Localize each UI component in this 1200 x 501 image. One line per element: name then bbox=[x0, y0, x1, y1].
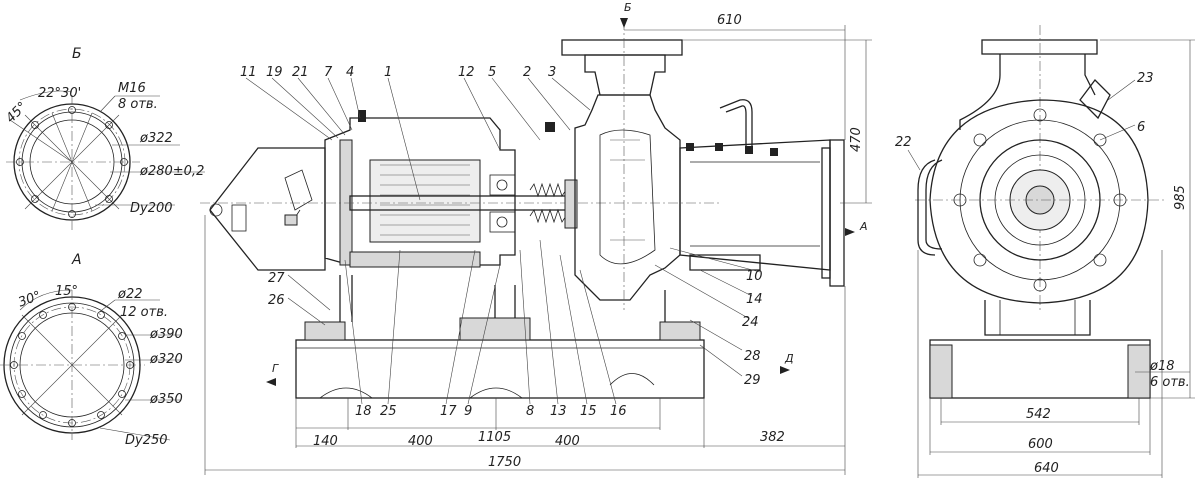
dim-1750: 1750 bbox=[488, 455, 521, 470]
suction-pipe bbox=[679, 139, 831, 271]
callout-17: 17 bbox=[440, 404, 457, 419]
flange-a-hole-count: 12 отв. bbox=[120, 305, 168, 320]
section-a-mark: А bbox=[859, 220, 868, 233]
flange-a-hole-diameter: ø22 bbox=[117, 287, 143, 302]
flange-view-a: А 30° 15° ø22 12 отв. ø390 ø320 ø350 Dy2… bbox=[0, 252, 183, 448]
flange-a-diameter-320: ø320 bbox=[149, 352, 183, 367]
side-view: 23 6 22 985 ø18 6 отв. 542 600 640 bbox=[895, 25, 1195, 478]
callout-3: 3 bbox=[548, 65, 556, 80]
callout-23: 23 bbox=[1137, 71, 1154, 86]
callout-24: 24 bbox=[742, 315, 759, 330]
casing-outline bbox=[929, 99, 1149, 304]
dim-600: 600 bbox=[1028, 437, 1053, 452]
flange-a-diameter-350: ø350 bbox=[149, 392, 183, 407]
flange-a-angle-30: 30° bbox=[16, 289, 43, 311]
callout-16: 16 bbox=[610, 404, 627, 419]
callout-22: 22 bbox=[895, 135, 912, 150]
callout-2: 2 bbox=[523, 65, 531, 80]
flange-a-angle-15: 15° bbox=[55, 284, 78, 299]
callout-25: 25 bbox=[380, 404, 397, 419]
volute-casing bbox=[574, 94, 681, 301]
flange-a-nominal: Dy250 bbox=[125, 433, 168, 448]
callout-11: 11 bbox=[240, 65, 257, 80]
callout-29: 29 bbox=[744, 373, 761, 388]
callout-21: 21 bbox=[292, 65, 309, 80]
base-frame bbox=[295, 339, 705, 399]
view-a-label: А bbox=[71, 252, 82, 268]
flange-b-diameter-322: ø322 bbox=[139, 131, 173, 146]
flange-b-hole-count: 8 отв. bbox=[118, 97, 158, 112]
flange-a-diameter-390: ø390 bbox=[149, 327, 183, 342]
dim-140: 140 bbox=[313, 434, 338, 449]
callout-13: 13 bbox=[550, 404, 567, 419]
callout-27: 27 bbox=[268, 271, 285, 286]
flange-b-angle-22: 22°30' bbox=[38, 86, 81, 101]
section-b-mark: Б bbox=[624, 1, 632, 14]
dim-400-left: 400 bbox=[408, 434, 433, 449]
section-d-mark: Д bbox=[784, 352, 794, 365]
callout-28: 28 bbox=[744, 349, 761, 364]
callout-18: 18 bbox=[355, 404, 372, 419]
flange-view-b: Б 45° 22°30' M16 8 отв. ø322 ø280±0,2 D bbox=[3, 46, 205, 230]
rotor bbox=[369, 159, 481, 243]
callout-15: 15 bbox=[580, 404, 597, 419]
part-callouts-left: 27 26 bbox=[268, 271, 285, 308]
part-callouts-right: 10 14 24 28 29 bbox=[742, 269, 763, 388]
part-callouts-top: 11 19 21 7 4 1 12 5 2 3 bbox=[240, 65, 556, 80]
flange-b-angle-45: 45° bbox=[3, 99, 30, 126]
flange-b-bolt-thread: M16 bbox=[118, 81, 146, 96]
callout-5: 5 bbox=[488, 65, 496, 80]
view-b-label: Б bbox=[72, 46, 82, 62]
callout-26: 26 bbox=[268, 293, 285, 308]
callout-10: 10 bbox=[746, 269, 763, 284]
callout-4: 4 bbox=[346, 65, 354, 80]
side-hole-count: 6 отв. bbox=[1150, 375, 1190, 390]
callout-19: 19 bbox=[266, 65, 283, 80]
flange-b-diameter-280: ø280±0,2 bbox=[139, 164, 204, 179]
section-g-mark: Г bbox=[272, 362, 279, 375]
callout-9: 9 bbox=[464, 404, 472, 419]
side-base bbox=[929, 339, 1151, 399]
callout-12: 12 bbox=[458, 65, 475, 80]
dim-400-right: 400 bbox=[555, 434, 580, 449]
dim-382: 382 bbox=[760, 430, 785, 445]
flange-b-nominal: Dy200 bbox=[130, 201, 173, 216]
dim-542: 542 bbox=[1026, 407, 1051, 422]
dim-640: 640 bbox=[1034, 461, 1059, 476]
main-section-view: Б А Г Д bbox=[200, 1, 872, 475]
part-callouts-bottom: 18 25 17 9 8 13 15 16 bbox=[355, 404, 627, 419]
dim-470: 470 bbox=[849, 127, 864, 152]
dim-985: 985 bbox=[1173, 185, 1188, 210]
callout-8: 8 bbox=[526, 404, 534, 419]
dim-610: 610 bbox=[717, 13, 742, 28]
main-dimensions: 610 470 140 400 400 1105 382 175 bbox=[204, 13, 872, 475]
callout-1: 1 bbox=[384, 65, 392, 80]
callout-6: 6 bbox=[1137, 120, 1145, 135]
callout-14: 14 bbox=[746, 292, 763, 307]
callout-7: 7 bbox=[324, 65, 333, 80]
dim-1105: 1105 bbox=[478, 430, 511, 445]
